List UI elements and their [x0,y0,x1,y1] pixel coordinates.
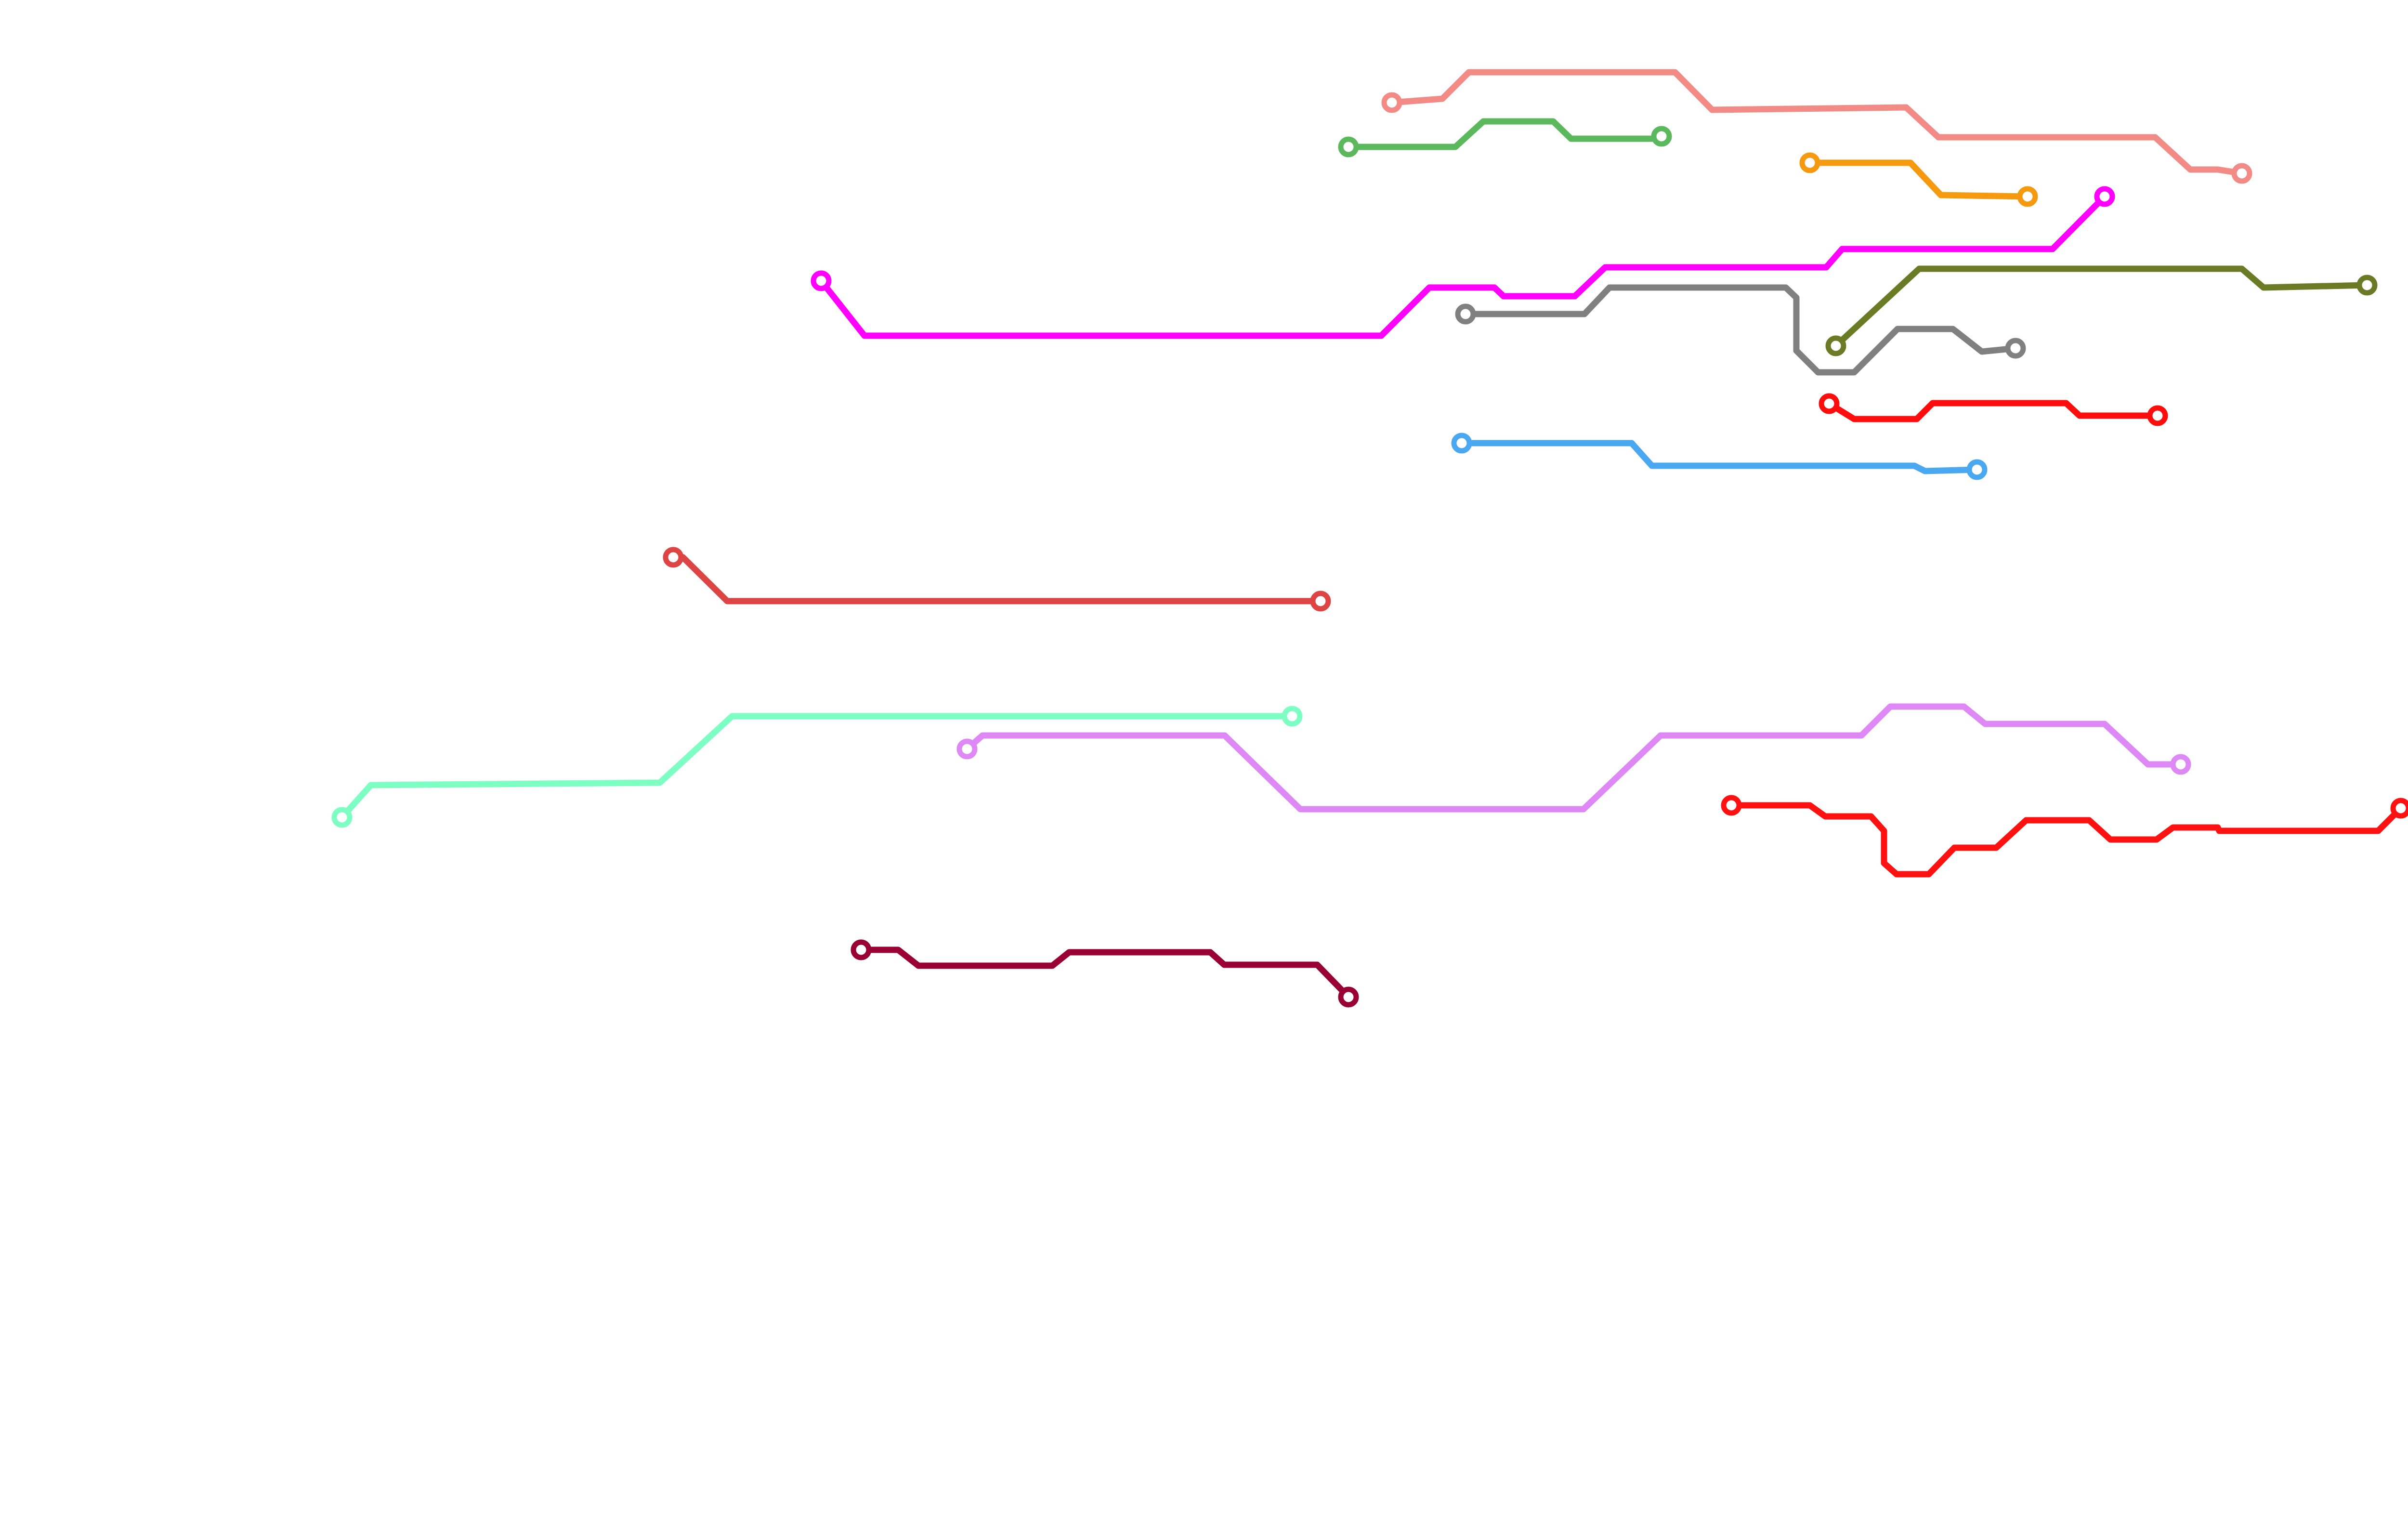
route-terminal-end-magenta [2094,186,2115,207]
route-line-sky-blue [1458,440,1980,474]
route-terminal-end-red-lower [2390,798,2408,819]
route-line-lavender [964,703,2184,813]
route-gray [1455,284,2026,376]
route-orange [1799,152,2038,207]
route-line-mint [339,713,1296,821]
route-terminal-end-lavender [2170,754,2191,775]
route-terminal-end-green [1651,126,1672,147]
route-terminal-end-mint [1282,706,1303,727]
route-lavender [956,703,2191,813]
route-salmon [1381,69,2252,184]
route-line-maroon [858,946,1352,1000]
route-terminal-end-salmon [2231,163,2252,184]
route-terminal-end-brick-red [1310,591,1331,612]
route-terminal-end-gray [2005,338,2026,359]
route-line-magenta [818,193,2108,339]
route-terminal-start-brick-red [663,547,684,568]
route-terminal-start-sky-blue [1451,433,1472,454]
route-line-red-upper [1826,400,2161,422]
route-olive [1825,265,2378,356]
route-terminal-end-sky-blue [1966,459,1988,480]
route-terminal-start-gray [1455,303,1476,325]
route-terminal-end-red-upper [2147,405,2168,426]
route-brick-red [663,547,1331,612]
route-terminal-start-maroon [851,939,872,960]
route-terminal-start-olive [1825,335,1846,356]
route-line-salmon [1388,69,2245,177]
route-terminal-start-mint [331,807,353,828]
route-terminal-start-red-upper [1819,393,1840,414]
route-line-gray [1462,284,2019,376]
route-terminal-start-green [1338,136,1359,158]
route-maroon [851,939,1359,1008]
route-terminal-end-maroon [1338,986,1359,1008]
route-red-lower [1721,795,2408,878]
route-terminal-start-lavender [956,738,978,760]
routes-layer [331,69,2408,1008]
route-terminal-end-olive [2356,275,2378,296]
route-green [1338,118,1672,158]
route-terminal-start-salmon [1381,92,1402,113]
route-sky-blue [1451,433,1988,480]
route-terminal-start-red-lower [1721,795,1742,816]
route-terminal-start-orange [1799,152,1820,173]
route-red-upper [1819,393,2168,426]
route-terminal-end-orange [2017,186,2038,207]
route-line-red-lower [1728,802,2404,878]
route-magenta [811,186,2115,339]
route-mint [331,706,1303,828]
route-line-olive [1832,265,2370,349]
route-terminal-start-magenta [811,270,832,291]
